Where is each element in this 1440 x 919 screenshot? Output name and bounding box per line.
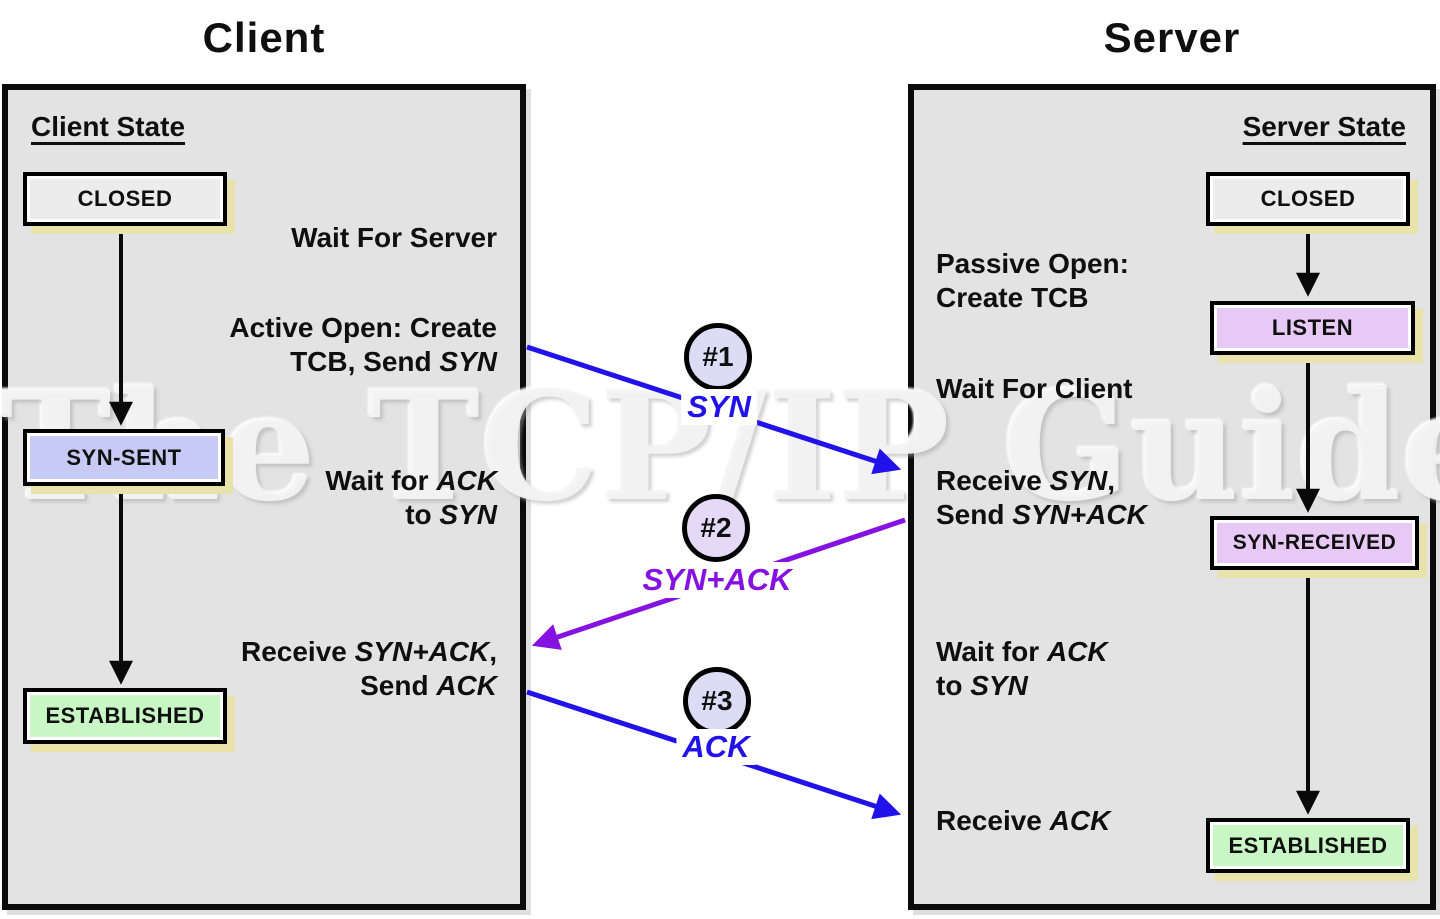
client-title: Client [202,14,326,61]
server-title: Server [1103,14,1241,61]
client-note-active-open: Active Open: Create TCB, Send SYN [229,312,497,377]
server-note-wait-for-client: Wait For Client [936,373,1133,404]
server-note-wait-for-ack: Wait for ACK to SYN [936,636,1108,701]
server-note-receive-ack: Receive ACK [936,805,1111,836]
client-state-heading: Client State [31,111,186,142]
message-1-label: SYN [681,389,757,425]
client-note-receive-synack: Receive SYN+ACK, Send ACK [240,636,497,701]
client-state-established: ESTABLISHED [23,688,227,744]
server-note-passive-open: Passive Open: Create TCB [936,248,1129,313]
server-state-closed: CLOSED [1206,172,1410,226]
server-state-syn-received: SYN-RECEIVED [1210,516,1419,570]
server-state-established: ESTABLISHED [1206,818,1410,873]
client-note-wait-for-server: Wait For Server [291,222,497,253]
client-state-syn-sent: SYN-SENT [23,429,225,486]
message-3-label: ACK [676,729,756,765]
message-1-badge: #1 [684,323,752,391]
message-2-badge: #2 [682,494,750,562]
message-3-badge: #3 [683,667,751,735]
server-state-heading: Server State [1242,111,1406,142]
server-note-receive-syn: Receive SYN, Send SYN+ACK [936,465,1147,530]
message-2-label: SYN+ACK [636,562,798,598]
client-note-wait-for-ack: Wait for ACK to SYN [325,465,497,530]
client-state-closed: CLOSED [23,172,227,226]
server-state-listen: LISTEN [1210,301,1415,355]
